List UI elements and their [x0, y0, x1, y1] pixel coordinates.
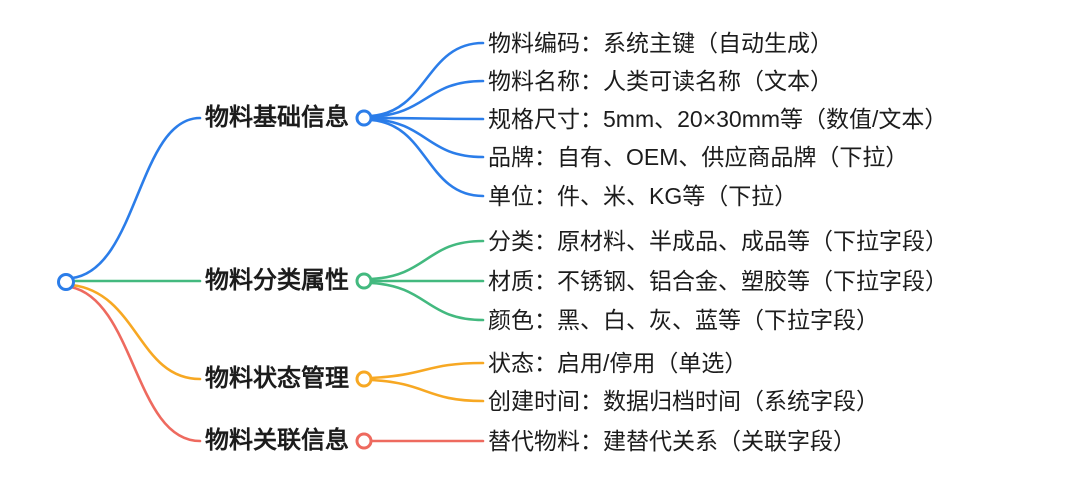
edge-basic-info-leaf-code — [369, 41, 485, 118]
edge-classification-leaf-color — [369, 281, 485, 322]
leaf-topic-created-time[interactable]: 创建时间：数据归档时间（系统字段） — [488, 388, 879, 414]
leaf-topic-material-code[interactable]: 物料编码：系统主键（自动生成） — [488, 30, 833, 56]
leaf-topic-color[interactable]: 颜色：黑、白、灰、蓝等（下拉字段） — [488, 307, 879, 333]
leaf-topic-material-name[interactable]: 物料名称：人类可读名称（文本） — [488, 68, 833, 94]
edge-basic-info-leaf-spec — [369, 116, 485, 121]
branch-classification-collapse-circle[interactable] — [355, 272, 373, 290]
edge-basic-info-leaf-brand — [369, 117, 485, 159]
branch-status-collapse-circle[interactable] — [355, 370, 373, 388]
leaf-topic-unit[interactable]: 单位：件、米、KG等（下拉） — [488, 183, 798, 209]
edge-status-leaf-created-time — [369, 378, 485, 403]
root-node-circle[interactable] — [57, 273, 75, 291]
leaf-topic-category[interactable]: 分类：原材料、半成品、成品等（下拉字段） — [488, 228, 948, 254]
leaf-topic-state[interactable]: 状态：启用/停用（单选） — [488, 350, 748, 376]
edge-basic-info-leaf-unit — [369, 118, 485, 198]
leaf-topic-brand[interactable]: 品牌：自有、OEM、供应商品牌（下拉） — [488, 144, 909, 170]
edge-classification-leaf-category — [369, 239, 485, 281]
edge-root-to-branch-status — [70, 283, 202, 381]
leaf-topic-spec-size[interactable]: 规格尺寸：5mm、20×30mm等（数值/文本） — [488, 106, 948, 132]
branch-topic-basic-info[interactable]: 物料基础信息 — [205, 104, 349, 131]
edge-basic-info-leaf-name — [369, 79, 485, 119]
leaf-topic-material-quality[interactable]: 材质：不锈钢、铝合金、塑胶等（下拉字段） — [488, 268, 948, 294]
branch-topic-status[interactable]: 物料状态管理 — [205, 365, 349, 392]
branch-topic-classification[interactable]: 物料分类属性 — [205, 267, 349, 294]
branch-topic-relation[interactable]: 物料关联信息 — [205, 427, 349, 454]
branch-basic-info-collapse-circle[interactable] — [355, 109, 373, 127]
leaf-topic-substitute-material[interactable]: 替代物料：建替代关系（关联字段） — [488, 428, 856, 454]
edge-root-to-branch-relation — [69, 285, 202, 443]
edge-root-to-branch-basic-info — [70, 116, 202, 280]
edge-status-leaf-state — [369, 361, 485, 380]
branch-relation-collapse-circle[interactable] — [355, 432, 373, 450]
